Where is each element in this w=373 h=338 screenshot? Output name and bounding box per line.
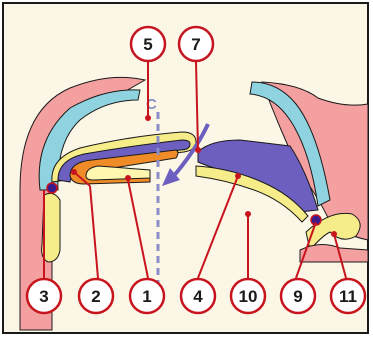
label-3: 3 <box>39 287 48 306</box>
dot-11 <box>331 231 337 237</box>
label-11: 11 <box>339 287 357 306</box>
dot-5 <box>145 115 151 121</box>
label-2: 2 <box>91 287 100 306</box>
dot-1 <box>125 175 131 181</box>
node-left <box>47 183 57 193</box>
label-7: 7 <box>191 35 200 54</box>
label-5: 5 <box>143 35 152 54</box>
left-flap-slit <box>86 166 150 180</box>
right-bottom-pink <box>300 244 368 262</box>
label-9: 9 <box>293 287 302 306</box>
label-10: 10 <box>239 287 258 306</box>
dot-4 <box>235 173 241 179</box>
label-1: 1 <box>142 287 151 306</box>
dot-10 <box>245 211 251 217</box>
dot-2 <box>71 169 77 175</box>
dot-7 <box>195 147 201 153</box>
label-4: 4 <box>193 287 203 306</box>
